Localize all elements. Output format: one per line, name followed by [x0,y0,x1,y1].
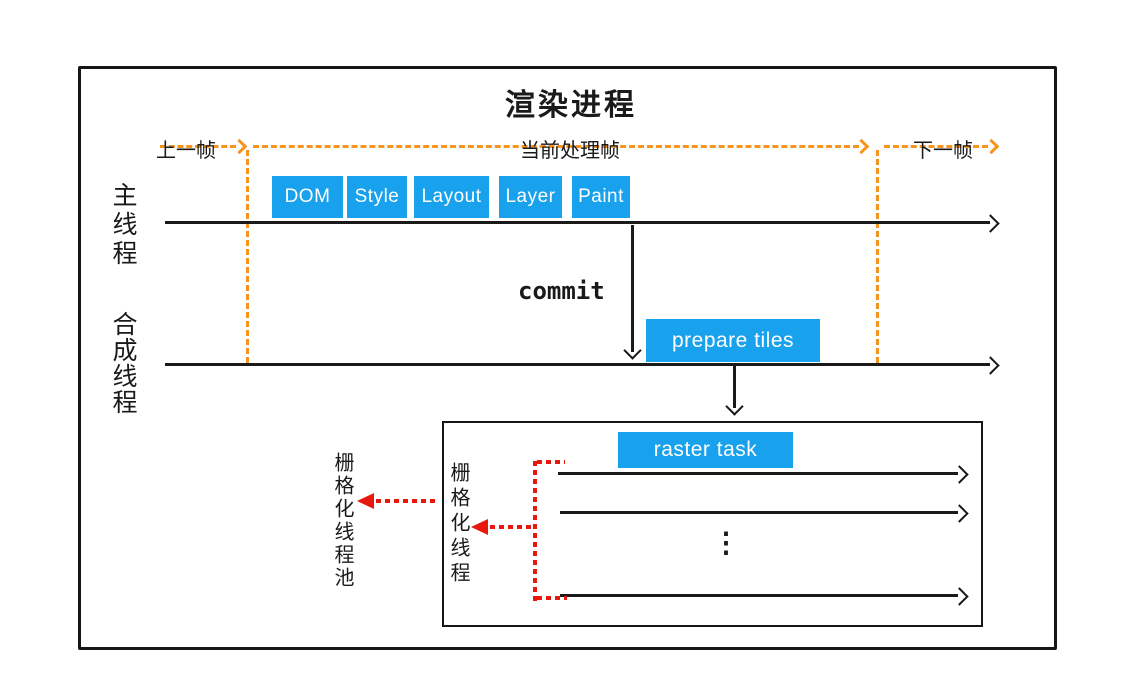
raster-bracket-bottom-line [537,596,567,600]
frame-boundary-right-line [876,150,879,363]
raster-threads-ellipsis: ⋮ [712,527,740,558]
main-thread-label: 主线程 [109,182,137,269]
raster-bracket-vertical-line [533,461,537,601]
pipeline-box-style: Style [347,176,407,218]
next-frame-dashed-line [884,145,988,148]
prev-frame-dashed-line [160,145,236,148]
frame-boundary-left-line [246,150,249,363]
main-thread-line [165,221,990,224]
raster-task-box: raster task [618,432,793,468]
raster-thread-line-2 [560,511,958,514]
prepare-tiles-arrow-line [733,366,736,408]
raster-thread-line-3 [560,594,958,597]
pipeline-box-dom-label: DOM [284,186,331,207]
raster-pool-pointer-line [376,499,439,503]
prepare-tiles-box: prepare tiles [646,319,820,362]
pipeline-box-paint: Paint [572,176,630,218]
current-frame-label: 当前处理帧 [520,140,620,162]
raster-pool-label: 栅格化线程池 [331,452,353,590]
pipeline-box-style-label: Style [354,186,400,207]
raster-thread-pointer-line [490,525,534,529]
pipeline-box-dom: DOM [272,176,343,218]
raster-thread-line-1 [558,472,958,475]
diagram-title: 渲染进程 [505,89,637,122]
raster-pool-pointer-arrowhead-icon [357,493,374,509]
pipeline-box-layer: Layer [499,176,562,218]
next-frame-label: 下一帧 [913,140,973,162]
raster-task-label: raster task [653,438,758,461]
raster-thread-pointer-arrowhead-icon [471,519,488,535]
raster-bracket-top-line [537,460,565,464]
pipeline-box-layer-label: Layer [505,186,556,207]
compositor-thread-line [165,363,990,366]
pipeline-box-layout-label: Layout [421,186,482,207]
raster-thread-label: 栅格化线程 [447,462,469,587]
pipeline-box-paint-label: Paint [578,186,624,207]
current-frame-dashed-line [253,145,859,148]
pipeline-box-layout: Layout [414,176,489,218]
commit-arrow-line [631,225,634,352]
compositor-thread-label: 合成线程 [109,311,137,415]
prepare-tiles-label: prepare tiles [671,328,795,352]
commit-label: commit [518,277,605,305]
prev-frame-label: 上一帧 [156,140,216,162]
